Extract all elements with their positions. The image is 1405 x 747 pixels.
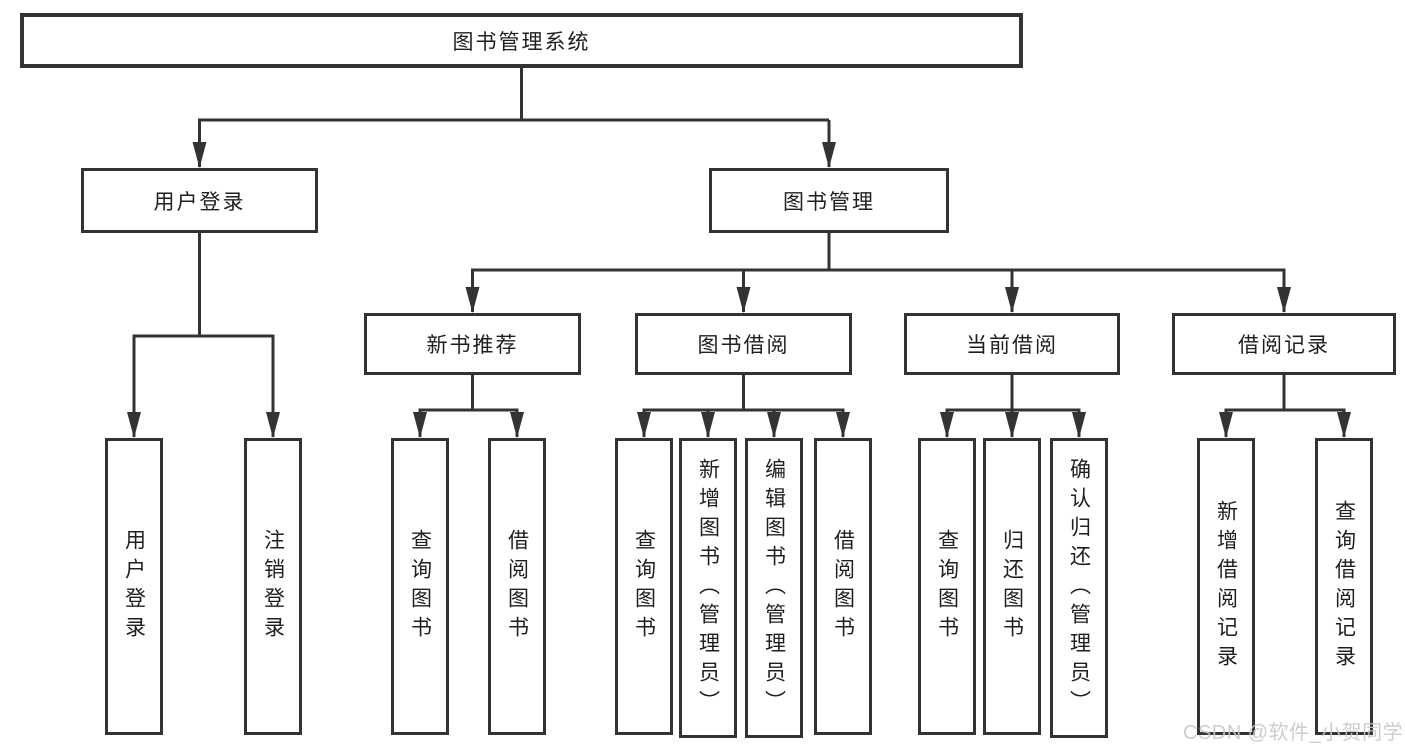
leaf-query-borrow-record: 查询借阅记录 [1315, 438, 1373, 735]
leaf-add-book-admin: 新增图书（管理员） [679, 438, 737, 738]
leaf-query-books-recommend: 查询图书 [391, 438, 449, 735]
node-borrowing-records-label: 借阅记录 [1238, 334, 1330, 357]
node-user-login-label: 用户登录 [153, 190, 246, 214]
root-node-label: 图书管理系统 [452, 30, 591, 54]
node-new-book-recommend: 新书推荐 [364, 313, 581, 375]
node-user-login: 用户登录 [81, 168, 318, 233]
node-book-management-label: 图书管理 [783, 190, 875, 214]
node-book-borrowing: 图书借阅 [635, 313, 852, 375]
leaf-confirm-return-admin-label: 确认归还（管理员） [1067, 457, 1091, 719]
leaf-return-book: 归还图书 [983, 438, 1041, 735]
leaf-borrow-books-borrowing: 借阅图书 [814, 438, 872, 735]
leaf-add-borrow-record: 新增借阅记录 [1197, 438, 1255, 735]
leaf-query-books-current-label: 查询图书 [935, 528, 959, 645]
csdn-watermark: CSDN @软件_小贺同学 [1183, 722, 1404, 744]
leaf-user-login: 用户登录 [105, 438, 163, 735]
leaf-edit-book-admin-label: 编辑图书（管理员） [762, 457, 786, 719]
leaf-return-book-label: 归还图书 [1000, 528, 1024, 645]
leaf-query-books-recommend-label: 查询图书 [408, 528, 432, 645]
node-new-book-recommend-label: 新书推荐 [426, 334, 519, 357]
leaf-borrow-books-borrowing-label: 借阅图书 [831, 528, 855, 645]
leaf-query-borrow-record-label: 查询借阅记录 [1332, 499, 1356, 674]
node-book-borrowing-label: 图书借阅 [697, 334, 790, 357]
leaf-borrow-books-recommend-label: 借阅图书 [505, 528, 529, 645]
leaf-query-books-current: 查询图书 [918, 438, 976, 735]
leaf-borrow-books-recommend: 借阅图书 [488, 438, 546, 735]
node-current-borrowing-label: 当前借阅 [966, 334, 1058, 357]
leaf-query-books-borrowing: 查询图书 [615, 438, 673, 735]
leaf-add-borrow-record-label: 新增借阅记录 [1214, 499, 1238, 674]
leaf-edit-book-admin: 编辑图书（管理员） [745, 438, 803, 738]
leaf-logout-label: 注销登录 [261, 528, 285, 645]
node-book-management: 图书管理 [709, 168, 949, 233]
leaf-query-books-borrowing-label: 查询图书 [632, 528, 656, 645]
node-borrowing-records: 借阅记录 [1172, 313, 1396, 375]
leaf-confirm-return-admin: 确认归还（管理员） [1050, 438, 1108, 738]
leaf-add-book-admin-label: 新增图书（管理员） [696, 457, 720, 719]
leaf-logout: 注销登录 [244, 438, 302, 735]
node-current-borrowing: 当前借阅 [904, 313, 1120, 375]
leaf-user-login-label: 用户登录 [122, 528, 146, 645]
root-node-library-system: 图书管理系统 [20, 13, 1023, 68]
